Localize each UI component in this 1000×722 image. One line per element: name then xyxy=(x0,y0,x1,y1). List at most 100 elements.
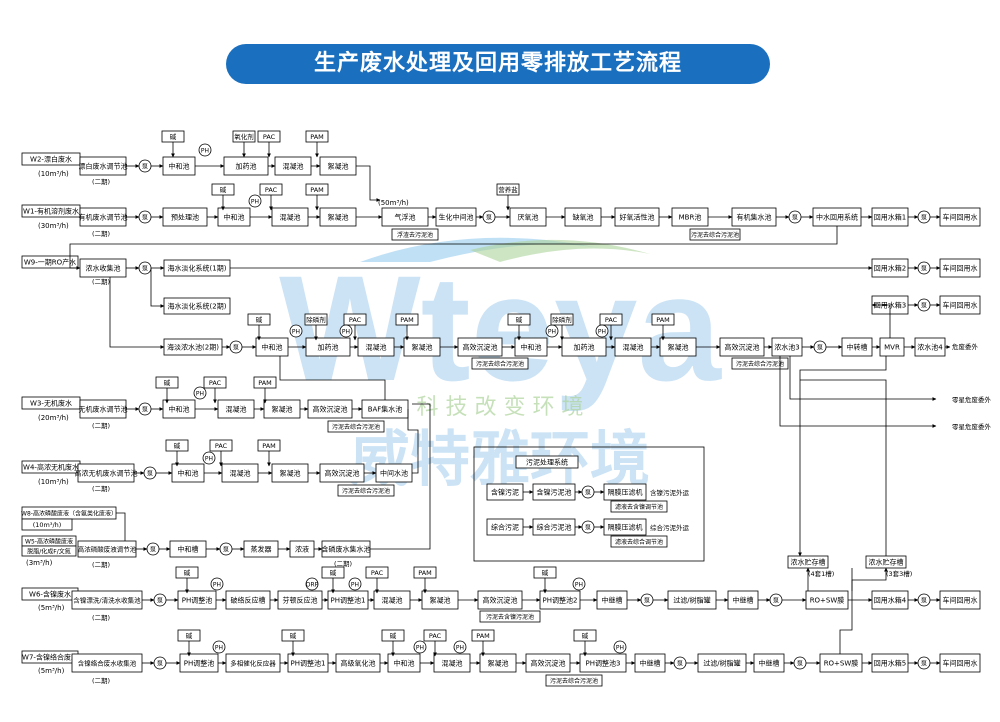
ni-pump-label: 泵 xyxy=(585,490,591,497)
flow-line xyxy=(871,303,891,338)
ni-break-label: 破络反应槽 xyxy=(231,596,266,605)
w1-note: (二期) xyxy=(92,230,110,238)
w7-flow: (5m³/h) xyxy=(38,667,65,675)
multi-ox-label: 多相催化反应器 xyxy=(230,659,276,668)
w7-alkali3-label: 碱 xyxy=(390,632,397,640)
page-title: 生产废水处理及回用零排放工艺流程 xyxy=(226,44,770,84)
w9-pump-label: 泵 xyxy=(142,266,148,273)
w3-floc-label: 絮凝池 xyxy=(272,405,293,414)
w1-neutral-label: 中和池 xyxy=(224,213,245,222)
w7-settle-label: 高效沉淀池 xyxy=(531,659,566,668)
w6-floc-label: 絮凝池 xyxy=(430,596,451,605)
w3-ph-label: PH xyxy=(196,391,204,398)
w3-sludge-box xyxy=(327,420,385,433)
w7-trough-label: 中继槽 xyxy=(640,659,661,668)
mvr-label: MVR xyxy=(884,344,900,352)
w6-trough-label: 中继槽 xyxy=(602,596,623,605)
w4-adjust-label: 高浓无机废水调节池 xyxy=(75,469,138,478)
c2-pac-label: PAC xyxy=(605,316,618,324)
airfloat-note-box xyxy=(391,228,439,241)
w4-pam-label: PAM xyxy=(262,442,276,450)
reuse4-label: 回用水箱4 xyxy=(874,596,907,605)
conc3-label: 浓水池3 xyxy=(774,343,799,352)
c-dosing-label: 加药池 xyxy=(318,343,339,352)
w6-alkali3-label: 碱 xyxy=(542,569,549,577)
w7-ph-adj1-label: PH调整池1 xyxy=(291,659,326,668)
w3-coag-label: 混凝池 xyxy=(226,405,247,414)
conc4-label: 浓水池4 xyxy=(917,343,943,352)
out-2: 零星危废委外 xyxy=(952,395,992,404)
w6-ph2-circle xyxy=(348,577,362,591)
flow-line xyxy=(779,356,937,428)
w1-pump-label: 泵 xyxy=(142,215,148,222)
w2-flow: (10m³/h) xyxy=(38,170,69,178)
flow-line xyxy=(839,568,853,654)
w7-coag-label: 混凝池 xyxy=(442,659,463,668)
w1-floc-label: 絮凝池 xyxy=(328,213,349,222)
store2-label: 浓水贮存槽 xyxy=(869,558,904,567)
w2-ph-circle xyxy=(198,143,212,157)
w6-ph3-label: PH xyxy=(575,582,583,589)
conc-collect-label: 浓水收集池 xyxy=(86,264,121,273)
c2-floc-label: 絮凝池 xyxy=(668,343,689,352)
sludge-sys-label: 污泥处理系统 xyxy=(526,458,568,467)
w2-ph-label: PH xyxy=(201,148,209,155)
w4-alkali-label: 碱 xyxy=(174,442,181,450)
w7-alkali2-label: 碱 xyxy=(290,632,297,640)
w4-ph-label: PH xyxy=(205,456,213,463)
w4-ph-circle xyxy=(202,451,216,465)
w6-ph-adj2-label: PH调整池2 xyxy=(543,596,578,605)
c2-alkali-label: 碱 xyxy=(516,316,523,324)
w4-sludge-label: 污泥去综合污泥池 xyxy=(342,487,390,495)
w6-pump3-label: 泵 xyxy=(773,598,779,605)
store2b: (3套3槽) xyxy=(886,569,912,578)
c-floc-label: 絮凝池 xyxy=(412,343,433,352)
reuse5-label: 回用水箱5 xyxy=(874,659,906,668)
plant-reuse-5-label: 车间回用水 xyxy=(943,659,978,668)
plant-reuse-3-label: 车间回用水 xyxy=(943,301,978,310)
flow-50: (50m³/h) xyxy=(378,199,409,207)
w4-floc-label: 絮凝池 xyxy=(280,469,301,478)
w2-input-label: W2-漂白废水 xyxy=(30,155,72,164)
w6-ph-adj1-label: PH调整池1 xyxy=(331,596,366,605)
w3-pac-label: PAC xyxy=(209,379,222,387)
w5-input2-box xyxy=(21,545,77,557)
w7-input-label: W7-含镍络合废水 xyxy=(22,653,78,662)
c-ph-label: PH xyxy=(292,329,300,336)
w6-ph2-label: PH xyxy=(351,582,359,589)
mix-out: 综合污泥外运 xyxy=(650,523,690,532)
w6-flow: (5m³/h) xyxy=(38,604,65,612)
anoxic-label: 缺氧池 xyxy=(573,213,594,222)
w1-pac-label: PAC xyxy=(265,186,278,194)
w8-input-label: W8-高浓磷酸废液（含氨类化废液） xyxy=(21,510,117,518)
flow-line xyxy=(356,165,381,202)
w6-pam-label: PAM xyxy=(418,569,432,577)
reuse1-label: 回用水箱1 xyxy=(874,213,906,222)
w2-floc-label: 絮凝池 xyxy=(328,162,349,171)
w1-pam-label: PAM xyxy=(310,186,324,194)
c2-sludge-box xyxy=(731,357,789,370)
w4-pump-label: 泵 xyxy=(147,471,153,478)
w6-ro-label: RO+SW膜 xyxy=(810,596,845,605)
c2-dosing-label: 加药池 xyxy=(574,343,595,352)
w2-coag-label: 混凝池 xyxy=(283,162,304,171)
store1b: (4套1槽) xyxy=(808,569,834,578)
w2-note: (二期) xyxy=(92,178,110,186)
c-neutral-label: 中和池 xyxy=(262,343,283,352)
c-pam-label: PAM xyxy=(400,316,414,324)
w1-flow: (30m³/h) xyxy=(38,222,69,230)
w1-ph-circle xyxy=(248,194,262,208)
c-ferr-label: 除磷剂 xyxy=(306,315,326,324)
mbr-note-label: 污泥去综合污泥池 xyxy=(691,231,739,239)
w5-adjust-label: 高浓磷酸废液调节池 xyxy=(78,545,137,554)
c-settle-label: 高效沉淀池 xyxy=(463,343,498,352)
c2-ph-label: PH xyxy=(548,329,556,336)
w7-pac-label: PAC xyxy=(429,632,442,640)
w6-pac-label: PAC xyxy=(371,569,384,577)
ni-sludge-tank-label: 含镍污泥池 xyxy=(537,488,572,497)
c-ph2-circle xyxy=(339,324,353,338)
flow-line xyxy=(109,277,165,349)
w5-pump-label: 泵 xyxy=(150,547,156,554)
r2-pump-label: 泵 xyxy=(921,266,927,273)
w7-ro-label: RO+SW膜 xyxy=(824,659,859,668)
